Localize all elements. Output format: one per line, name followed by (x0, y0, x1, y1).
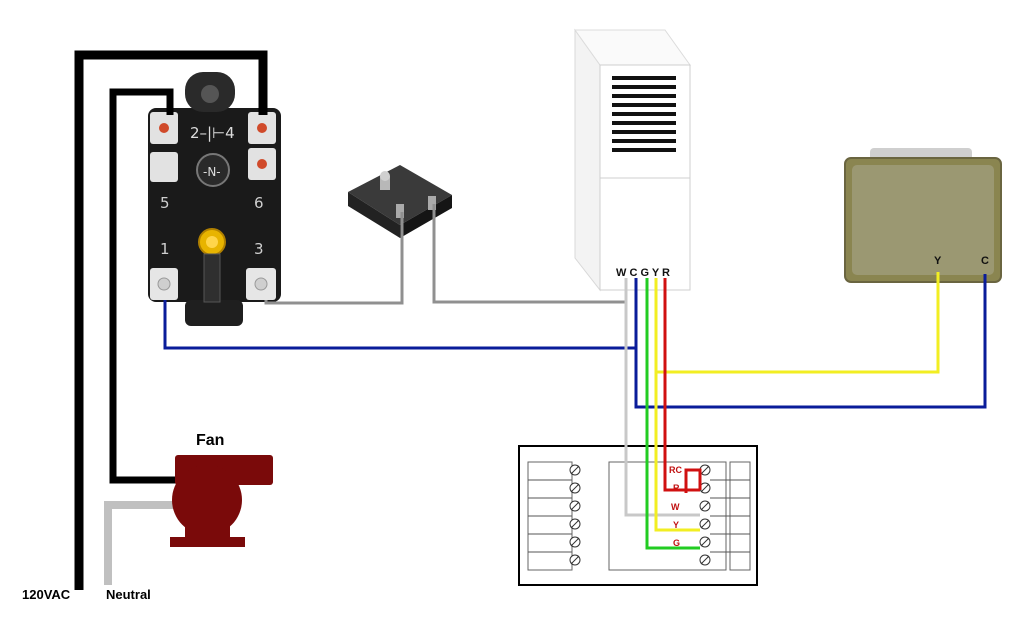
current-sensor (348, 165, 452, 238)
relay-terminal-3: 3 (254, 240, 264, 258)
neutral-label: Neutral (106, 587, 151, 602)
common-wire-air-handler (634, 274, 987, 409)
thermostat-terminal-w: W (671, 502, 680, 512)
r-wire (663, 278, 700, 492)
condenser-terminal-c: C (981, 255, 989, 267)
air-handler-terminal-label: W C G Y R (616, 267, 670, 279)
fan-blower-icon (170, 455, 273, 547)
g-wire (645, 278, 700, 550)
relay-terminal-6: 6 (254, 194, 264, 212)
thermostat-terminal-y: Y (673, 520, 679, 530)
rc-jumper (684, 468, 702, 493)
thermostat-terminal-g: G (673, 538, 680, 548)
hot-label: 120VAC (22, 587, 71, 602)
relay-terminal-5: 5 (160, 194, 170, 212)
relay-contact-symbol: 2–|⊢4 (190, 124, 235, 142)
svg-text:-N-: -N- (203, 165, 221, 179)
fan-relay: 2–|⊢4 -N- 5 6 1 3 (148, 72, 281, 326)
common-wire-relay (163, 300, 636, 350)
relay-to-fan-wire (109, 88, 178, 484)
condenser-terminal-y: Y (934, 255, 942, 267)
thermostat-terminal-r: R (673, 483, 680, 493)
w-wire (624, 278, 700, 517)
thermostat-terminal-rc: RC (669, 465, 682, 475)
air-handler-cabinet: W C G Y R (574, 28, 691, 292)
fan-label: Fan (196, 432, 224, 449)
relay-to-sensor-wire (264, 212, 404, 305)
y-wire-condenser (656, 272, 940, 374)
vent-louvers (612, 76, 676, 152)
hot-wire (74, 50, 268, 590)
neutral-wire (104, 501, 178, 585)
y-wire-thermostat (654, 278, 700, 532)
condenser-unit: Y C (844, 148, 1002, 283)
relay-terminal-1: 1 (160, 240, 170, 258)
